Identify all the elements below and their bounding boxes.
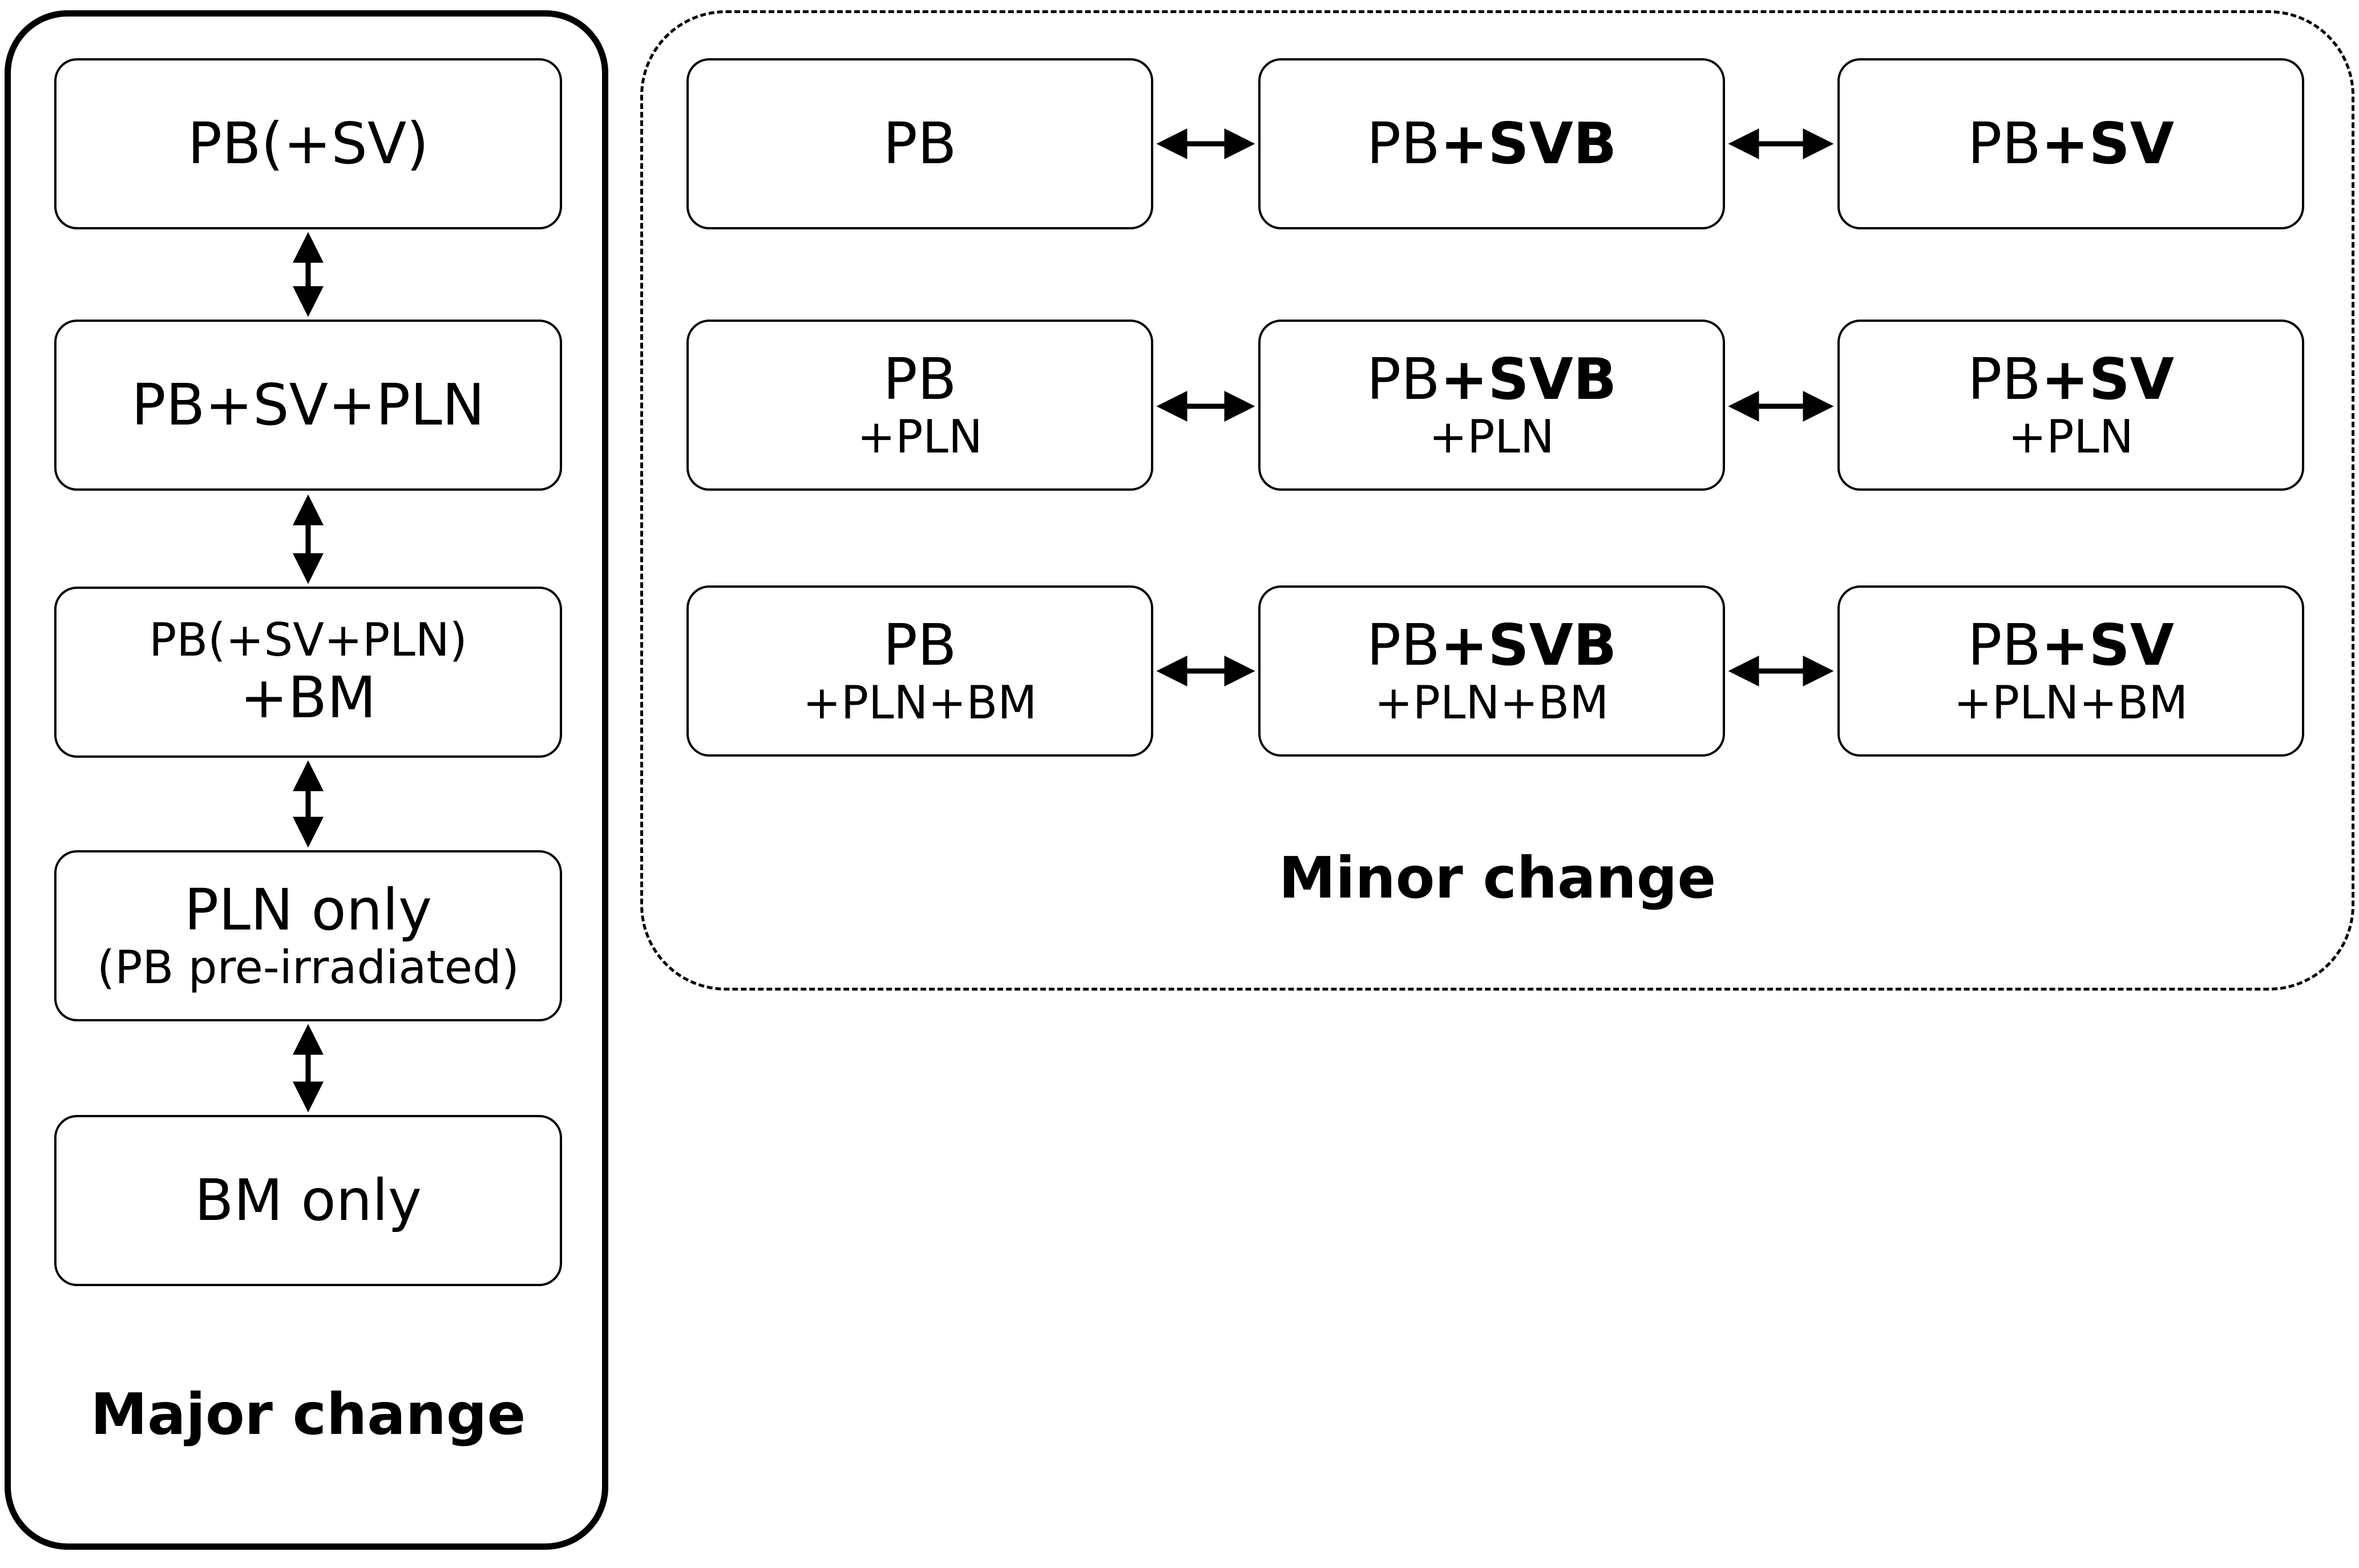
major-box-sublabel: +BM <box>240 664 377 731</box>
minor-box-pb-svb: PB+SVB <box>1258 58 1725 229</box>
minor-box-label: PB+SV <box>1967 612 2175 679</box>
minor-box-sublabel: +PLN <box>2008 410 2134 464</box>
minor-box-pb-pln-bm: PB +PLN+BM <box>686 585 1153 757</box>
minor-change-caption: Minor change <box>1278 844 1716 911</box>
major-box-label: PB(+SV+PLN) <box>149 613 467 667</box>
minor-box-pb: PB <box>686 58 1153 229</box>
minor-box-pb-sv: PB+SV <box>1837 58 2304 229</box>
minor-box-sublabel: +PLN+BM <box>802 676 1037 730</box>
major-change-caption: Major change <box>90 1381 526 1448</box>
major-box-label: PB(+SV) <box>187 110 429 177</box>
minor-box-label: PB <box>883 612 957 679</box>
minor-box-pb-svb-pln-bm: PB+SVB +PLN+BM <box>1258 585 1725 757</box>
major-box-pln-only: PLN only (PB pre-irradiated) <box>54 850 562 1021</box>
minor-box-label: PB+SVB <box>1366 110 1617 177</box>
minor-box-sublabel: +PLN+BM <box>1953 676 2188 730</box>
major-box-bm-only: BM only <box>54 1115 562 1286</box>
minor-box-pb-pln: PB +PLN <box>686 320 1153 491</box>
major-box-label: PLN only <box>184 876 433 944</box>
minor-box-pb-svb-pln: PB+SVB +PLN <box>1258 320 1725 491</box>
minor-box-label: PB <box>883 346 957 413</box>
major-box-label: BM only <box>194 1167 422 1234</box>
major-box-label: PB+SV+PLN <box>131 371 485 438</box>
major-box-sublabel: (PB pre-irradiated) <box>97 941 519 995</box>
minor-change-panel <box>640 10 2354 991</box>
minor-box-label: PB+SVB <box>1366 612 1617 679</box>
major-box-pb-sv-pln-bm: PB(+SV+PLN) +BM <box>54 587 562 758</box>
minor-box-sublabel: +PLN+BM <box>1374 676 1609 730</box>
minor-box-label: PB+SV <box>1967 346 2175 413</box>
minor-box-pb-sv-pln: PB+SV +PLN <box>1837 320 2304 491</box>
minor-box-pb-sv-pln-bm: PB+SV +PLN+BM <box>1837 585 2304 757</box>
major-box-pb-sv: PB(+SV) <box>54 58 562 229</box>
minor-box-label: PB+SV <box>1967 110 2175 177</box>
minor-box-sublabel: +PLN <box>1429 410 1554 464</box>
major-box-pb-sv-pln: PB+SV+PLN <box>54 320 562 491</box>
minor-box-sublabel: +PLN <box>857 410 983 464</box>
minor-box-label: PB+SVB <box>1366 346 1617 413</box>
major-change-panel <box>5 10 608 1550</box>
minor-box-label: PB <box>883 110 957 177</box>
